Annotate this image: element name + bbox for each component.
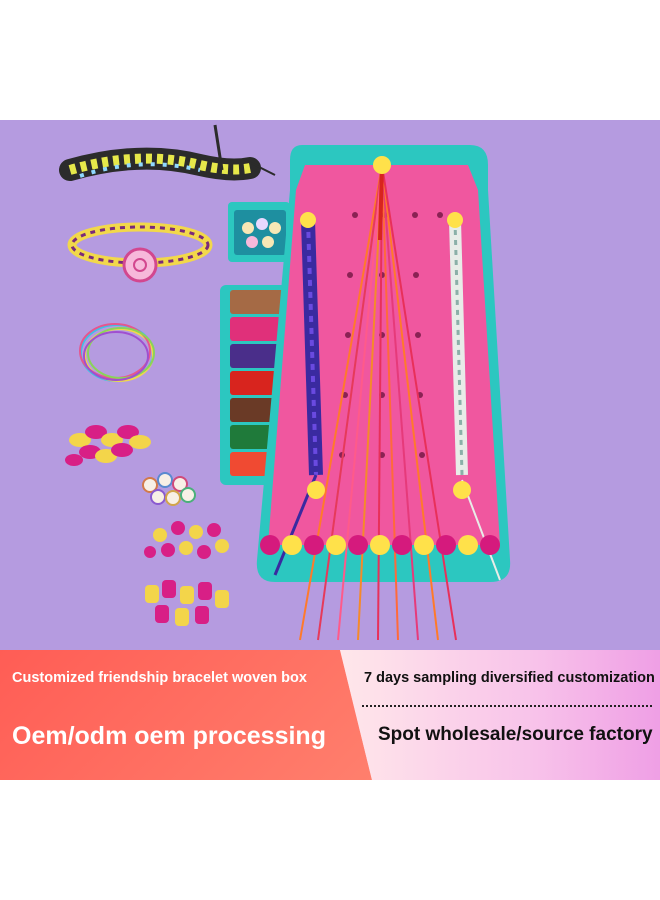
tube-beads bbox=[145, 580, 229, 626]
banner-left-line2: Oem/odm oem processing bbox=[12, 722, 326, 750]
elastic-bands bbox=[79, 323, 155, 382]
banner-left-panel bbox=[0, 650, 372, 780]
woven-bracelet bbox=[59, 124, 276, 181]
product-image: Customized friendship bracelet woven box… bbox=[0, 120, 660, 780]
flat-beads bbox=[65, 425, 151, 466]
flower-charms bbox=[144, 521, 229, 559]
product-photo bbox=[0, 120, 660, 650]
bead-tray bbox=[228, 202, 290, 262]
bracelet-kit-illustration bbox=[59, 124, 511, 641]
letter-beads bbox=[142, 472, 196, 506]
promo-banner: Customized friendship bracelet woven box… bbox=[0, 650, 660, 780]
banner-right-panel bbox=[340, 650, 660, 780]
banner-divider bbox=[362, 705, 652, 707]
banner-right-line1: 7 days sampling diversified customizatio… bbox=[364, 670, 655, 686]
loom-board bbox=[256, 145, 511, 641]
banner-left-line1: Customized friendship bracelet woven box bbox=[12, 670, 307, 686]
banner-right-line2: Spot wholesale/source factory bbox=[378, 724, 653, 745]
dreamcatcher-bracelet bbox=[67, 222, 213, 283]
